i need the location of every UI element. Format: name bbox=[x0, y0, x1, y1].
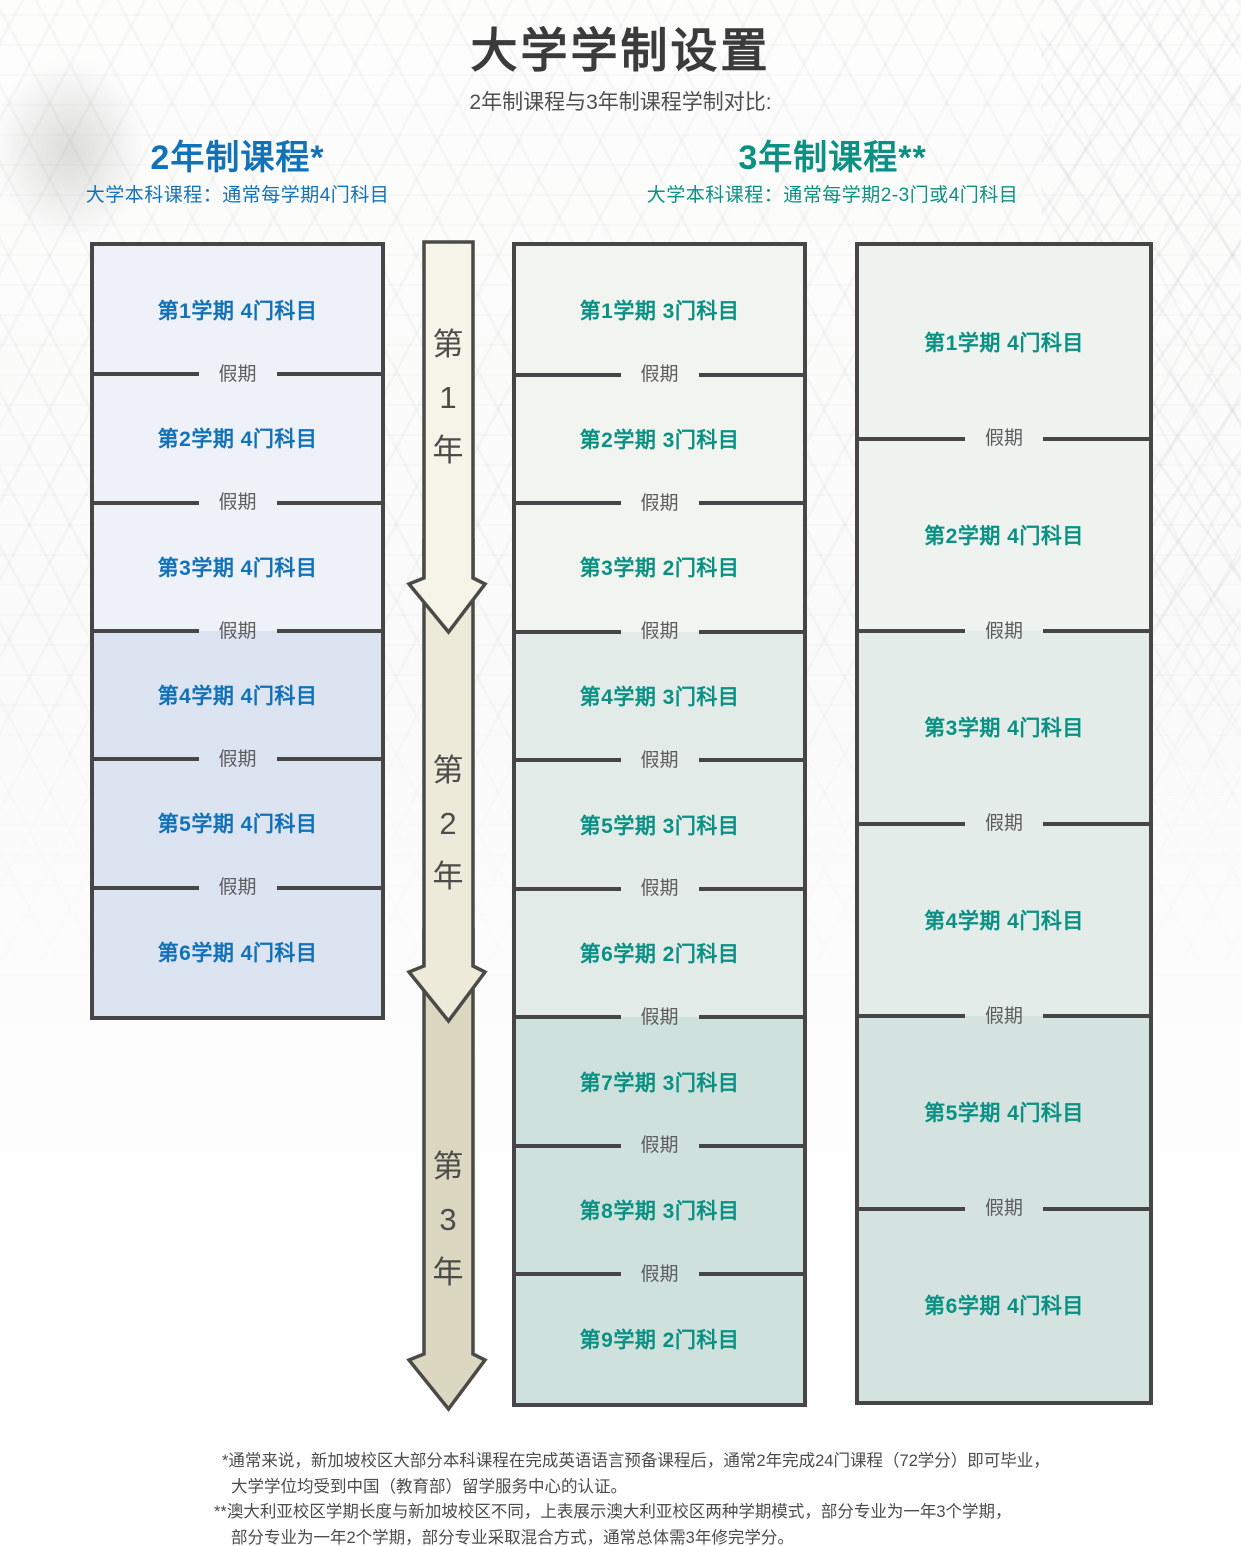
semester-label: 第8学期 3门科目 bbox=[579, 1200, 740, 1224]
semester-cell: 第2学期 4门科目 bbox=[859, 438, 1149, 631]
semester-label: 第5学期 4门科目 bbox=[924, 1102, 1084, 1126]
semester-cell: 第2学期 3门科目 bbox=[516, 374, 803, 504]
year-arrow-graphic bbox=[406, 240, 488, 1412]
two-year-program-title: 2年制课程* bbox=[150, 139, 325, 177]
semester-label: 第9学期 2门科目 bbox=[579, 1328, 740, 1352]
semester-label: 第1学期 4门科目 bbox=[157, 300, 318, 324]
three-year-column-2: 第1学期 4门科目第2学期 4门科目第3学期 4门科目第4学期 4门科目第5学期… bbox=[855, 242, 1153, 1405]
page-title: 大学学制设置 bbox=[470, 24, 771, 77]
semester-cell: 第5学期 4门科目 bbox=[859, 1016, 1149, 1209]
semester-label: 第1学期 3门科目 bbox=[579, 300, 740, 324]
semester-cell: 第6学期 2门科目 bbox=[516, 888, 803, 1018]
semester-label: 第2学期 3门科目 bbox=[579, 428, 740, 452]
three-year-program-subtitle: 大学本科课程：通常每学期2-3门或4门科目 bbox=[646, 185, 1019, 206]
semester-label: 第5学期 3门科目 bbox=[579, 814, 740, 838]
semester-label: 第2学期 4门科目 bbox=[924, 524, 1084, 548]
footnote-line: *通常来说，新加坡校区大部分本科课程在完成英语语言预备课程后，通常2年完成24门… bbox=[222, 1452, 1050, 1470]
three-year-program-title: 3年制课程** bbox=[738, 139, 927, 177]
semester-cell: 第4学期 4门科目 bbox=[859, 823, 1149, 1016]
semester-cell: 第4学期 3门科目 bbox=[516, 631, 803, 761]
footnote-line: 部分专业为一年2个学期，部分专业采取混合方式，通常总体需3年修完学分。 bbox=[231, 1529, 794, 1546]
semester-cell: 第2学期 4门科目 bbox=[94, 374, 381, 503]
semester-cell: 第5学期 4门科目 bbox=[94, 759, 381, 888]
semester-label: 第1学期 4门科目 bbox=[924, 332, 1084, 356]
semester-cell: 第1学期 4门科目 bbox=[94, 246, 381, 375]
semester-cell: 第5学期 3门科目 bbox=[516, 760, 803, 889]
semester-label: 第6学期 2门科目 bbox=[579, 943, 740, 967]
semester-label: 第5学期 4门科目 bbox=[157, 813, 318, 837]
semester-cell: 第9学期 2门科目 bbox=[516, 1274, 803, 1404]
semester-cell: 第1学期 3门科目 bbox=[516, 246, 803, 375]
year-arrow bbox=[396, 240, 500, 1430]
semester-cell: 第6学期 4门科目 bbox=[859, 1208, 1149, 1401]
semester-label: 第4学期 4门科目 bbox=[157, 685, 318, 709]
semester-cell: 第6学期 4门科目 bbox=[94, 887, 381, 1016]
semester-cell: 第4学期 4门科目 bbox=[94, 630, 381, 760]
semester-label: 第6学期 4门科目 bbox=[924, 1294, 1084, 1318]
semester-label: 第3学期 4门科目 bbox=[924, 717, 1084, 741]
two-year-program-subtitle: 大学本科课程：通常每学期4门科目 bbox=[85, 185, 390, 206]
semester-cell: 第3学期 2门科目 bbox=[516, 503, 803, 632]
background-photo-blob bbox=[0, 20, 180, 280]
semester-label: 第3学期 2门科目 bbox=[579, 557, 740, 581]
semester-cell: 第3学期 4门科目 bbox=[859, 631, 1149, 824]
semester-label: 第4学期 3门科目 bbox=[579, 685, 740, 709]
semester-cell: 第1学期 4门科目 bbox=[859, 246, 1149, 439]
page-subtitle: 2年制课程与3年制课程学制对比: bbox=[469, 91, 772, 114]
semester-label: 第3学期 4门科目 bbox=[157, 556, 318, 580]
footnotes: *通常来说，新加坡校区大部分本科课程在完成英语语言预备课程后，通常2年完成24门… bbox=[214, 1449, 1094, 1546]
semester-label: 第6学期 4门科目 bbox=[157, 941, 318, 965]
semester-label: 第2学期 4门科目 bbox=[157, 428, 318, 452]
three-year-column-1: 第1学期 3门科目第2学期 3门科目第3学期 2门科目第4学期 3门科目第5学期… bbox=[512, 242, 807, 1407]
semester-cell: 第7学期 3门科目 bbox=[516, 1017, 803, 1146]
footnote-line: **澳大利亚校区学期长度与新加坡校区不同，上表展示澳大利亚校区两种学期模式，部分… bbox=[214, 1503, 1012, 1522]
footnote-line: 大学学位均受到中国（教育部）留学服务中心的认证。 bbox=[231, 1477, 627, 1496]
semester-label: 第7学期 3门科目 bbox=[579, 1071, 740, 1095]
semester-cell: 第8学期 3门科目 bbox=[516, 1145, 803, 1275]
two-year-column: 第1学期 4门科目第2学期 4门科目第3学期 4门科目第4学期 4门科目第5学期… bbox=[90, 242, 385, 1020]
semester-label: 第4学期 4门科目 bbox=[924, 909, 1084, 933]
semester-cell: 第3学期 4门科目 bbox=[94, 502, 381, 631]
